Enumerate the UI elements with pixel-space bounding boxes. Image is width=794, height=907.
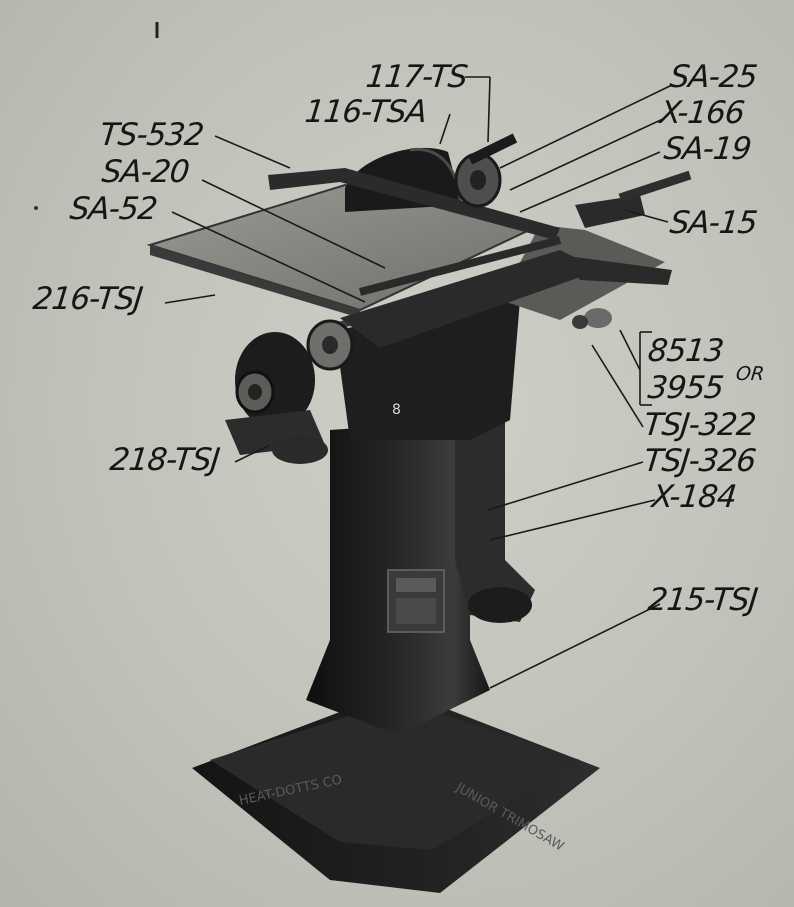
side-pulley: [584, 308, 612, 328]
callout-sa-15: SA-15: [668, 205, 759, 241]
leader-sa-19: [519, 151, 661, 213]
callout-sa-20: SA-20: [100, 154, 191, 190]
leader-sa-20: [201, 179, 386, 269]
arbor-shaft: [467, 133, 518, 165]
casting-number: 8: [392, 402, 401, 418]
callout-215-tsj: 215-TSJ: [646, 582, 759, 618]
leader-116-tsa: [439, 113, 451, 145]
leader-tsj-326: [487, 461, 644, 511]
leader-8513-point: [619, 329, 641, 371]
carriage-rail: [340, 250, 600, 348]
callout-117-ts: 117-TS: [364, 59, 469, 95]
rip-fence: [268, 168, 560, 240]
dust-chute: [455, 390, 535, 622]
callout-116-tsa: 116-TSA: [303, 94, 428, 130]
leader-117-ts-drop: [487, 76, 491, 143]
callout-3955: 3955: [646, 370, 725, 406]
leader-x-166: [509, 117, 666, 191]
callout-x-184: X-184: [650, 479, 738, 515]
callout-ts-532: TS-532: [98, 117, 205, 153]
stray-dot: [34, 206, 38, 210]
callout-or: OR: [734, 363, 766, 385]
callout-8513: 8513: [646, 333, 725, 369]
leader-x-184: [489, 499, 656, 541]
feed-rod: [358, 236, 562, 296]
callout-tsj-326: TSJ-326: [642, 443, 758, 479]
stop-block: [575, 195, 645, 228]
callout-x-166: X-166: [658, 95, 746, 131]
leader-218-tsj: [234, 444, 271, 463]
callout-218-tsj: 218-TSJ: [108, 442, 221, 478]
stop-handle: [618, 170, 692, 203]
foot-pedal: [272, 436, 328, 464]
callout-tsj-322: TSJ-322: [642, 407, 758, 443]
base-top-face: [210, 700, 580, 850]
callout-216-tsj: 216-TSJ: [31, 281, 144, 317]
leader-215-tsj: [489, 603, 661, 689]
callout-sa-52: SA-52: [68, 191, 159, 227]
leader-sa-52: [171, 211, 366, 303]
callout-sa-25: SA-25: [668, 59, 759, 95]
leader-tsj-322: [591, 344, 644, 428]
callout-sa-19: SA-19: [662, 131, 753, 167]
leader-216-tsj: [164, 294, 216, 304]
leader-ts-532: [214, 135, 291, 169]
leader-sa-25: [499, 84, 673, 169]
leader-sa-15: [624, 209, 669, 223]
